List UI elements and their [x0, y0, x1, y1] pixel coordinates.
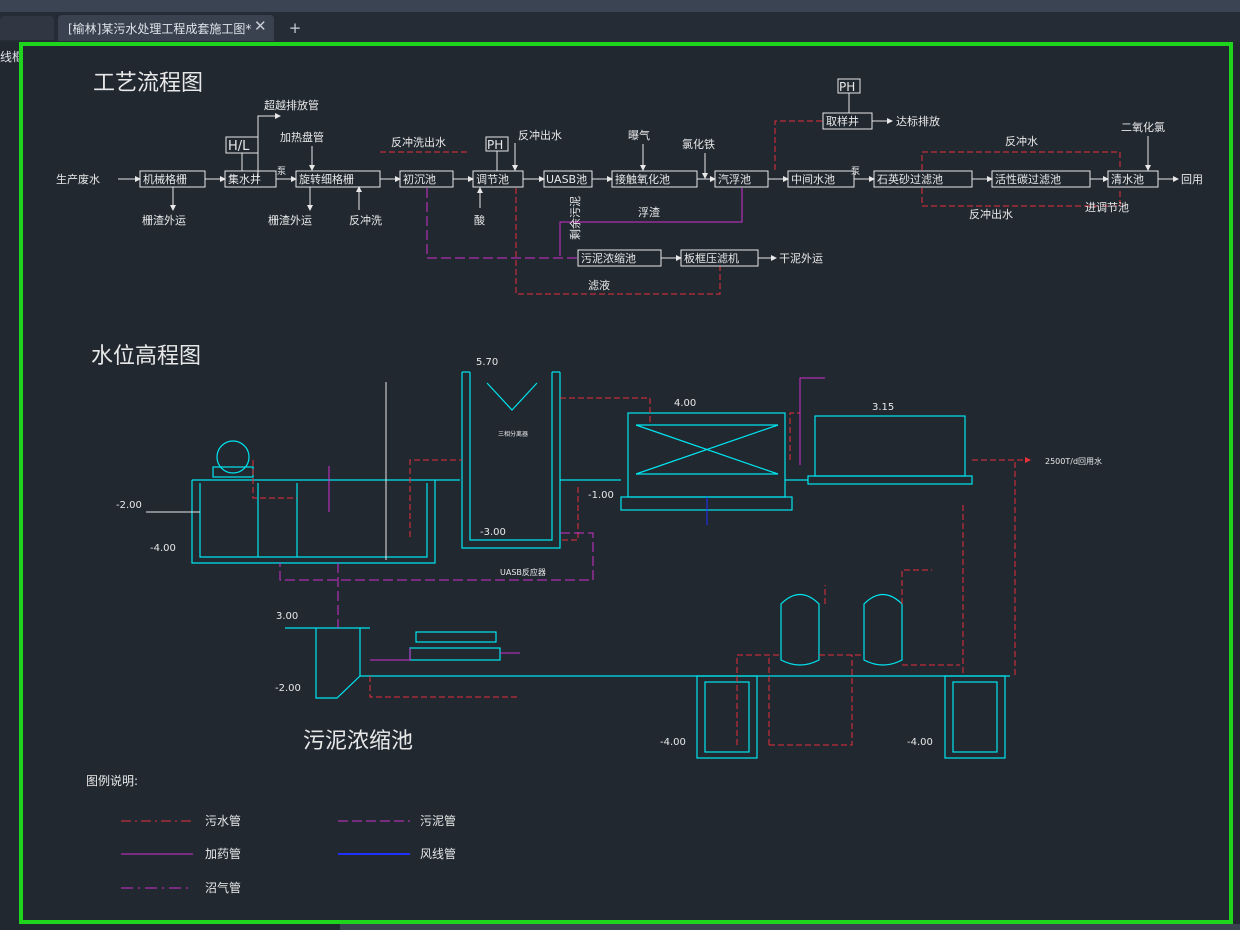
svg-text:-3.00: -3.00 [480, 527, 506, 538]
chlorine-label: 二氧化氯 [1121, 120, 1165, 134]
unit-label: 初沉池 [403, 172, 436, 186]
top-strip [0, 0, 1240, 12]
heating-label: 加热盘管 [280, 130, 324, 144]
tab-drawing[interactable]: [榆林]某污水处理工程成套施工图* ✕ [58, 15, 274, 41]
unit-label: 中间水池 [791, 173, 835, 186]
sampling-label: 取样井 [826, 114, 859, 128]
chloride-label: 氯化铁 [682, 137, 715, 151]
legend-title: 图例说明: [86, 773, 138, 788]
aeration-label: 曝气 [628, 128, 650, 142]
unit-label: 集水井 [228, 172, 261, 186]
tab-previous[interactable] [0, 16, 54, 40]
sludge-thickener-title: 污泥浓缩池 [303, 729, 413, 754]
unit-label: 石英砂过滤池 [877, 172, 943, 186]
unit-label: UASB池 [546, 173, 587, 186]
pump-label: 泵 [851, 166, 860, 177]
backwash-out-label: 反冲洗出水 [391, 135, 446, 149]
svg-text:3.15: 3.15 [872, 402, 894, 413]
new-tab-button[interactable]: + [288, 19, 302, 37]
pump-label: 泵 [277, 166, 286, 177]
legend-dosing: 加药管 [205, 846, 241, 861]
svg-text:-4.00: -4.00 [907, 737, 933, 748]
backwash-water-out-label: 反冲出水 [969, 207, 1013, 221]
svg-text:3.00: 3.00 [276, 611, 298, 622]
close-icon[interactable]: ✕ [254, 17, 267, 35]
screen-out-label: 栅渣外运 [142, 213, 186, 227]
legend-air: 风线管 [420, 846, 456, 861]
legend-sludge: 污泥管 [420, 813, 456, 828]
backwash-label: 反冲洗 [349, 213, 382, 227]
elevation-structures [191, 371, 1010, 759]
svg-text:-4.00: -4.00 [660, 737, 686, 748]
overflow-label: 超越排放管 [264, 98, 319, 112]
legend: 污水管 污泥管 加药管 风线管 沼气管 [121, 813, 456, 895]
elevation-title: 水位高程图 [91, 344, 201, 369]
screen-out-label: 栅渣外运 [268, 213, 312, 227]
elevation-pipes [146, 377, 1031, 746]
ph-label: PH [839, 80, 855, 94]
unit-label: 调节池 [476, 173, 509, 186]
flow-outlet: 回用 [1181, 173, 1203, 186]
svg-text:-2.00: -2.00 [116, 500, 142, 511]
filter-press-label: 板框压滤机 [684, 251, 739, 265]
dry-sludge-label: 干泥外运 [779, 252, 823, 265]
svg-text:-4.00: -4.00 [150, 543, 176, 554]
flow-inlet: 生产废水 [56, 172, 100, 186]
svg-text:-2.00: -2.00 [275, 683, 301, 694]
uasb-label: UASB反应器 [500, 567, 546, 577]
to-equalization-label: 进调节池 [1085, 201, 1129, 214]
unit-label: 活性碳过滤池 [995, 172, 1061, 186]
ph-label: PH [487, 138, 503, 152]
legend-biogas: 沼气管 [205, 880, 241, 895]
acid-label: 酸 [474, 213, 485, 227]
discharge-label: 达标排放 [896, 114, 940, 128]
unit-label: 汽浮池 [718, 172, 751, 186]
filtrate-label: 滤液 [588, 278, 610, 292]
svg-text:4.00: 4.00 [674, 398, 696, 409]
thickener-label: 污泥浓缩池 [581, 252, 636, 265]
backwash-out2-label: 反冲出水 [518, 128, 562, 142]
process-flow-title: 工艺流程图 [93, 71, 203, 96]
unit-label: 旋转细格栅 [299, 172, 354, 186]
horizontal-scrollbar[interactable] [340, 924, 1240, 930]
float-label: 浮渣 [638, 205, 660, 219]
backwash-water-label: 反冲水 [1005, 134, 1038, 148]
legend-sewage: 污水管 [205, 813, 241, 828]
outlet-label: 2500T/d回用水 [1045, 456, 1102, 466]
drawing-viewport-frame[interactable] [19, 42, 1233, 924]
unit-label: 机械格栅 [143, 172, 187, 186]
unit-label: 清水池 [1111, 173, 1144, 186]
hl-label: H/L [228, 139, 250, 154]
svg-text:-1.00: -1.00 [588, 490, 614, 501]
separator-label: 三相分离器 [498, 430, 528, 438]
svg-text:5.70: 5.70 [476, 357, 498, 368]
excess-sludge-label: 剩余污泥 [568, 196, 582, 240]
flow-unit-boxes [139, 170, 1159, 188]
tab-title: [榆林]某污水处理工程成套施工图* [68, 22, 252, 36]
elevation-levels: 5.70 4.00 3.15 -1.00 -2.00 -4.00 -3.00 3… [116, 357, 933, 748]
unit-label: 接触氧化池 [615, 172, 670, 186]
viewport-label[interactable]: 线框 [0, 50, 25, 64]
